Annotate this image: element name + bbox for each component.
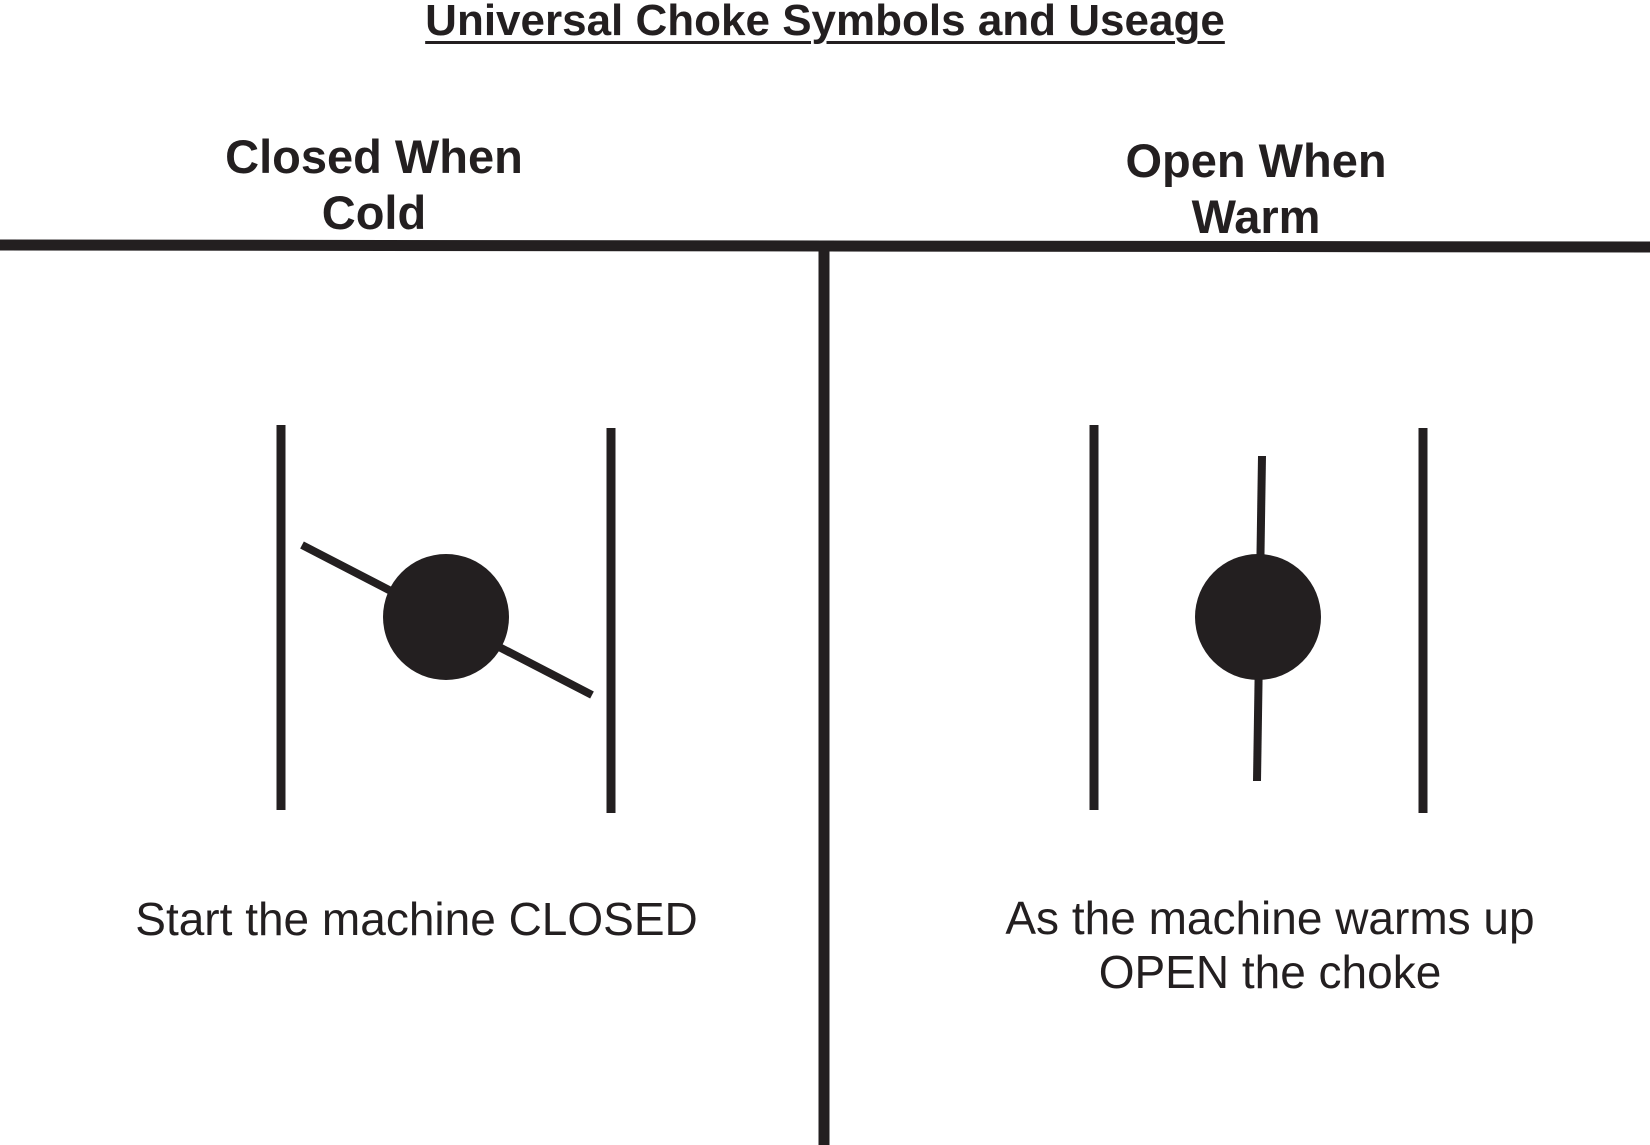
- description-right-line1: As the machine warms up: [1005, 892, 1535, 944]
- horizontal-divider: [0, 239, 1650, 253]
- closed-pivot-dot: [383, 554, 509, 680]
- heading-left-line1: Closed When: [225, 130, 523, 183]
- description-right-line2: OPEN the choke: [1098, 946, 1442, 998]
- open-pivot-dot: [1195, 554, 1321, 680]
- choke-closed-symbol: [276, 425, 616, 813]
- heading-closed-when-cold: Closed When Cold: [174, 129, 574, 241]
- heading-right-line1: Open When: [1125, 134, 1387, 187]
- choke-open-symbol: [1089, 425, 1428, 813]
- heading-open-when-warm: Open When Warm: [1056, 133, 1456, 245]
- heading-left-line2: Cold: [321, 186, 427, 239]
- heading-right-line2: Warm: [1191, 190, 1321, 243]
- description-open: As the machine warms up OPEN the choke: [900, 891, 1640, 999]
- description-left-line1: Start the machine CLOSED: [135, 893, 698, 945]
- diagram-title: Universal Choke Symbols and Useage: [425, 0, 1225, 45]
- description-closed: Start the machine CLOSED: [60, 892, 773, 946]
